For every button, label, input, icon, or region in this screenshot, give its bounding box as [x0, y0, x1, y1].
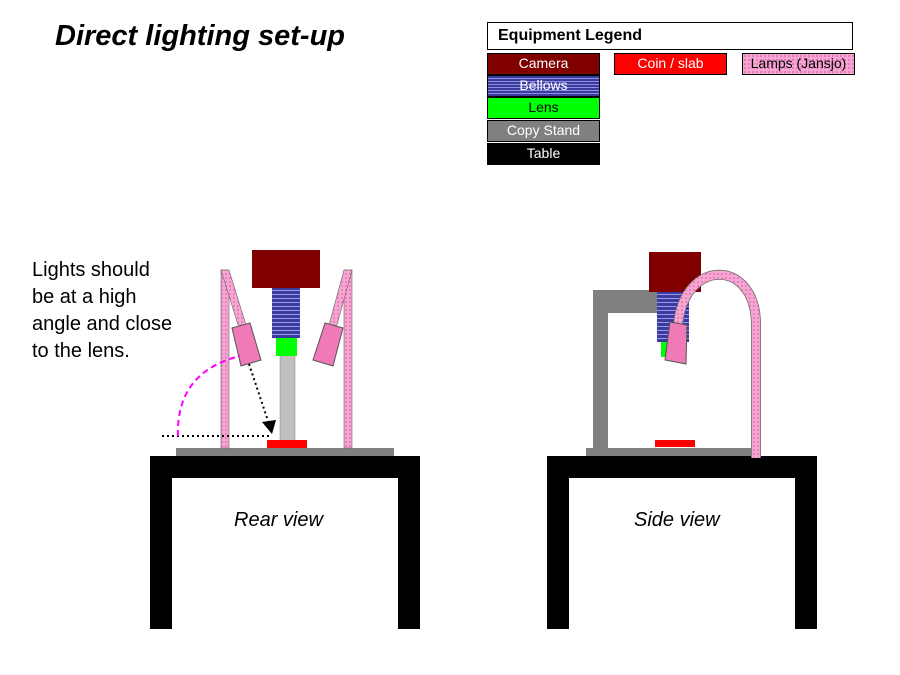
rear-lamp-left [220, 269, 262, 449]
note-line-4: to the lens. [32, 340, 130, 362]
legend-lens: Lens [487, 97, 600, 119]
rear-lens [276, 338, 297, 356]
lighting-note: Lights should be at a high angle and clo… [32, 257, 172, 365]
lighting-angle-arc [176, 355, 241, 437]
rear-copy-stand-base [176, 448, 394, 456]
rear-camera [252, 250, 320, 288]
side-view-drawing [547, 252, 817, 629]
rear-bellows [272, 288, 300, 338]
legend-coin: Coin / slab [614, 53, 727, 75]
side-table [547, 456, 817, 629]
side-copy-stand-base [586, 448, 758, 456]
note-line-1: Lights should [32, 259, 150, 281]
lamp-beam-arrowhead [262, 420, 276, 434]
side-coin [655, 440, 695, 447]
legend-lamps: Lamps (Jansjo) [742, 53, 855, 75]
side-lamp [664, 269, 761, 458]
note-line-2: be at a high [32, 286, 137, 308]
side-view-label: Side view [634, 509, 720, 531]
lamp-beam-arrow [248, 363, 270, 425]
rear-coin [267, 440, 307, 448]
note-line-3: angle and close [32, 313, 173, 335]
legend-camera: Camera [487, 53, 600, 75]
rear-copy-stand-column [279, 349, 296, 449]
rear-lamp-right [312, 269, 353, 449]
page-title: Direct lighting set-up [55, 20, 345, 52]
rear-table [150, 456, 420, 629]
side-copy-stand-arm [593, 290, 668, 448]
legend-bellows: Bellows [487, 75, 600, 97]
legend-copy-stand: Copy Stand [487, 120, 600, 142]
legend-header: Equipment Legend [487, 22, 853, 50]
rear-view-label: Rear view [234, 509, 323, 531]
rear-view-drawing [150, 250, 420, 629]
legend-table: Table [487, 143, 600, 165]
